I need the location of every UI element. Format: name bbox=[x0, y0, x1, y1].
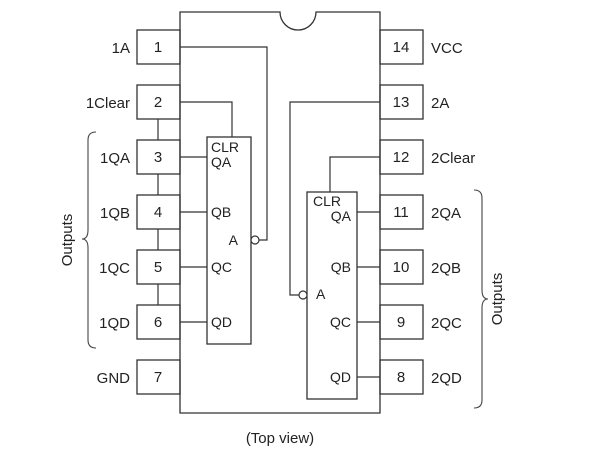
wire-pin1-to-a1 bbox=[180, 46, 268, 241]
internal-wiring bbox=[180, 46, 380, 378]
chip-body bbox=[179, 11, 381, 414]
pin-box-14 bbox=[379, 29, 424, 65]
counter-1-clr-label: CLR bbox=[211, 139, 239, 155]
pin-label-6: 1QD bbox=[99, 315, 130, 332]
counter-1-input-bubble bbox=[250, 235, 260, 245]
counter-2-qa-label: QA bbox=[331, 208, 352, 224]
counter-2-labels: CLR QA QB QC QD A bbox=[313, 193, 352, 385]
pin-label-3: 1QA bbox=[100, 150, 130, 167]
pin-label-13: 2A bbox=[431, 95, 449, 112]
pin-num-10: 10 bbox=[393, 259, 410, 276]
pin-num-5: 5 bbox=[154, 259, 162, 276]
counter-2-qd-label: QD bbox=[330, 369, 351, 385]
pin-num-6: 6 bbox=[154, 314, 162, 331]
pin-label-14: VCC bbox=[431, 40, 463, 57]
pin-label-7: GND bbox=[97, 370, 131, 387]
counter-1-qc-label: QC bbox=[211, 259, 232, 275]
pin-num-8: 8 bbox=[397, 369, 405, 386]
counter-2-qb-label: QB bbox=[331, 259, 351, 275]
pin-num-9: 9 bbox=[397, 314, 405, 331]
pin-label-1: 1A bbox=[112, 40, 130, 57]
pin-label-2: 1Clear bbox=[86, 95, 130, 112]
outputs-brace-left bbox=[81, 131, 97, 349]
pin-num-1: 1 bbox=[154, 39, 162, 56]
counter-2-input-bubble bbox=[298, 290, 308, 300]
pin-label-8: 2QD bbox=[431, 370, 462, 387]
counter-1-input-label: A bbox=[229, 232, 239, 248]
pin-label-5: 1QC bbox=[99, 260, 130, 277]
wire-pin12-to-clr2 bbox=[329, 156, 380, 192]
wire-pin2-to-clr1 bbox=[180, 101, 233, 137]
pin-num-7: 7 bbox=[154, 369, 162, 386]
counter-2-clr-label: CLR bbox=[313, 193, 341, 209]
pin-num-14: 14 bbox=[393, 39, 410, 56]
pin-label-9: 2QC bbox=[431, 315, 462, 332]
counter-1-labels: CLR QA QB QC QD A bbox=[211, 139, 239, 330]
diagram-caption: (Top view) bbox=[246, 430, 314, 447]
counter-2-qc-label: QC bbox=[330, 314, 351, 330]
pin-num-4: 4 bbox=[154, 204, 162, 221]
right-pin-numbers: 14 13 12 11 10 9 8 bbox=[393, 39, 410, 386]
pin-label-12: 2Clear bbox=[431, 150, 475, 167]
outputs-brace-right bbox=[473, 189, 489, 409]
pin-label-10: 2QB bbox=[431, 260, 461, 277]
pin-box-7 bbox=[136, 359, 181, 395]
pin-label-4: 1QB bbox=[100, 205, 130, 222]
pin-label-11: 2QA bbox=[431, 205, 461, 222]
pin-num-12: 12 bbox=[393, 149, 410, 166]
counter-1-qd-label: QD bbox=[211, 314, 232, 330]
left-pin-labels: 1A 1Clear 1QA 1QB 1QC 1QD GND bbox=[86, 40, 130, 387]
left-pin-numbers: 1 2 3 4 5 6 7 bbox=[154, 39, 162, 386]
outputs-label-left: Outputs bbox=[59, 214, 76, 267]
pin-num-11: 11 bbox=[393, 204, 409, 221]
counter-1-qb-label: QB bbox=[211, 204, 231, 220]
pin-num-3: 3 bbox=[154, 149, 162, 166]
pin-num-2: 2 bbox=[154, 94, 162, 111]
pin-num-13: 13 bbox=[393, 94, 410, 111]
counter-1-qa-label: QA bbox=[211, 154, 232, 170]
outputs-label-right: Outputs bbox=[489, 273, 506, 326]
right-pin-labels: VCC 2A 2Clear 2QA 2QB 2QC 2QD bbox=[431, 40, 475, 387]
counter-2-input-label: A bbox=[316, 286, 326, 302]
wire-pin13-to-a2 bbox=[289, 101, 380, 296]
